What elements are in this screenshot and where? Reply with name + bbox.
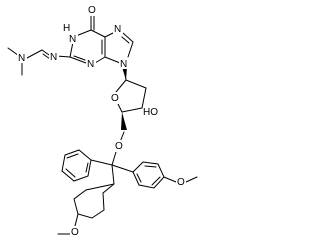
bond-c4-n3 <box>94 56 106 64</box>
atom-dimethyl-n: N <box>18 53 25 64</box>
atom-n7: N <box>114 24 121 35</box>
bond-mpr-o <box>163 176 177 183</box>
bond-o5-ctrityl <box>111 151 117 166</box>
bond-c6-c5 <box>90 29 106 38</box>
chemical-structure: O H N N N N N N O HO O O O <box>7 4 198 238</box>
bond-lines <box>7 15 198 235</box>
phenyl-ring <box>61 149 92 182</box>
atom-nh-h: H <box>63 23 70 34</box>
atom-methoxy-right-o: O <box>177 177 185 188</box>
mpr-inner-3 <box>136 173 142 183</box>
bond-n1-c6 <box>75 29 92 37</box>
phenyl-inner-2 <box>65 168 76 178</box>
bond-c3-c4 <box>121 107 143 113</box>
bond-ctrityl-aryl-bottom <box>111 164 115 185</box>
bond-c2-c3 <box>141 87 147 109</box>
bond-n7-c8 <box>122 32 134 43</box>
bond-mpr-o-me <box>185 176 198 183</box>
bond-n9-c4 <box>104 56 121 64</box>
mpr-inner-1 <box>144 165 157 168</box>
mpr-inner-2 <box>151 176 161 186</box>
atom-n9: N <box>120 59 127 70</box>
bond-n7-c8-inner <box>121 36 130 44</box>
phenyl-inner-3 <box>85 162 89 173</box>
bond-c8-n9 <box>127 41 134 58</box>
bond-n-ch <box>26 49 43 59</box>
bond-c1-c2 <box>125 79 147 89</box>
atom-hydroxyl: HO <box>143 107 158 118</box>
atom-carbonyl-o: O <box>88 5 96 16</box>
bond-ctrityl-phenyl <box>90 159 113 166</box>
bond-c4-o4 <box>117 103 123 113</box>
atom-n3: N <box>87 59 94 70</box>
atom-labels: O H N N N N N N O HO O O O <box>17 4 186 238</box>
bond-c2-n1 <box>69 41 74 58</box>
phenyl-inner-1 <box>66 153 79 159</box>
atom-methoxy-left-o: O <box>71 227 79 238</box>
methoxyphenyl-ring-bottom <box>73 183 115 219</box>
atom-ether-o: O <box>115 141 123 152</box>
wedge-c4-c5 <box>121 112 127 130</box>
bond-o4-c1 <box>115 79 127 93</box>
bond-n3-c2 <box>69 56 87 64</box>
wedge-c1-n9 <box>122 67 127 80</box>
atom-amidine-n: N <box>50 52 57 63</box>
bond-ch-n-double-b <box>42 53 51 60</box>
bond-ctrityl-aryl-right <box>111 164 134 173</box>
atom-ring-o: O <box>111 93 119 104</box>
bond-n3-c2-inner <box>73 55 86 61</box>
atom-n1: N <box>69 34 76 45</box>
bond-mpb-o <box>74 213 79 227</box>
